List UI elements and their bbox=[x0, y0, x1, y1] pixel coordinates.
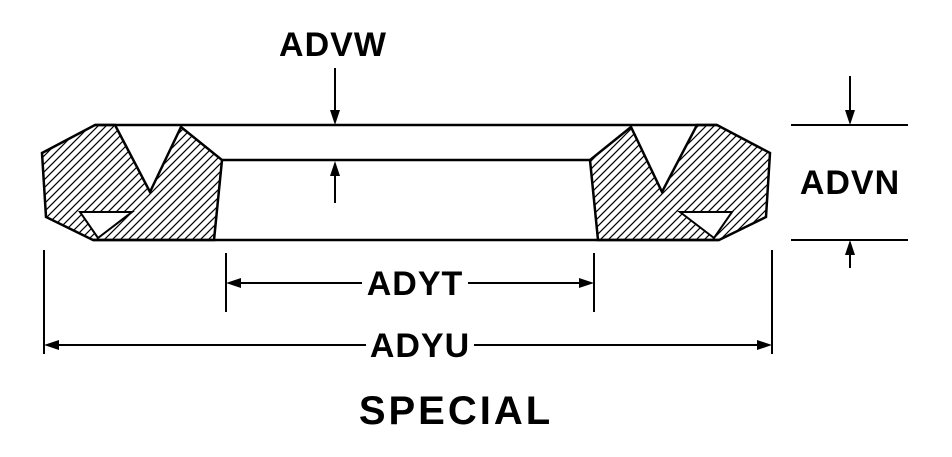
seal-body bbox=[40, 123, 772, 242]
advn-arrowhead-up-icon bbox=[845, 240, 855, 255]
right-flange-section bbox=[588, 123, 772, 242]
adyt-arrowhead-right-icon bbox=[579, 278, 594, 288]
adyt-arrowhead-left-icon bbox=[226, 278, 241, 288]
advn-arrowhead-down-icon bbox=[845, 110, 855, 125]
dimension-adyt: ADYT bbox=[225, 253, 595, 312]
dim-label-adyt: ADYT bbox=[367, 265, 464, 303]
left-flange-section bbox=[40, 123, 224, 242]
drawing-title: SPECIAL bbox=[359, 389, 553, 433]
advw-arrowhead-up-icon bbox=[330, 161, 340, 176]
dimension-adyu: ADYU bbox=[43, 250, 773, 365]
dim-label-advw: ADVW bbox=[279, 26, 387, 64]
left-flange-notch bbox=[78, 211, 135, 240]
adyu-arrowhead-right-icon bbox=[757, 340, 772, 350]
right-flange-notch bbox=[677, 211, 734, 240]
dim-label-advn: ADVN bbox=[800, 164, 900, 202]
adyu-arrowhead-left-icon bbox=[44, 340, 59, 350]
dimension-advw: ADVW bbox=[279, 26, 387, 203]
dim-label-adyu: ADYU bbox=[370, 327, 470, 365]
dimension-advn: ADVN bbox=[791, 76, 908, 268]
advw-arrowhead-down-icon bbox=[330, 110, 340, 125]
